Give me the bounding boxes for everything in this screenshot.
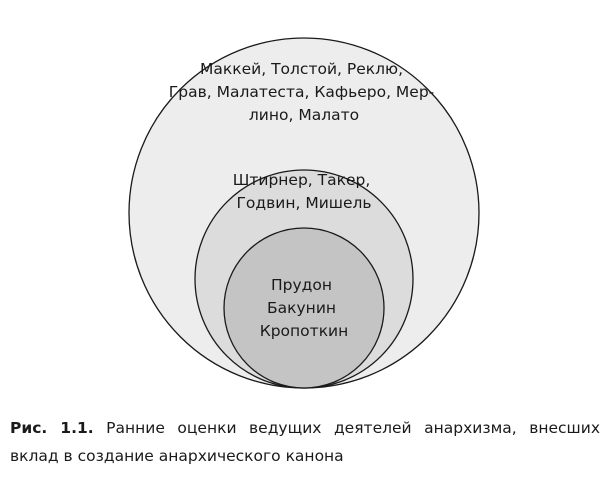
figure-caption: Рис. 1.1. Ранние оценки ведущих деятелей…	[10, 414, 600, 470]
middle-label: Штирнер, Такер, Годвин, Мишель	[233, 171, 375, 212]
outer-label-line-1: Маккей, Толстой, Реклю,	[200, 60, 403, 78]
outer-label-line-3: лино, Малато	[249, 106, 359, 124]
middle-label-line-2: Годвин, Мишель	[236, 194, 371, 212]
nested-circles-diagram: Маккей, Толстой, Реклю, Грав, Малатеста,…	[128, 37, 480, 389]
outer-label-line-2: Грав, Малатеста, Кафьеро, Мер-	[169, 83, 434, 101]
inner-circle	[223, 227, 385, 389]
figure-caption-text: Ранние оценки ведущих деятелей анархизма…	[10, 419, 600, 465]
inner-label-line-1: Прудон	[271, 276, 332, 294]
inner-label: Прудон Бакунин Кропоткин	[260, 276, 349, 340]
outer-label: Маккей, Толстой, Реклю, Грав, Малатеста,…	[169, 60, 439, 124]
inner-label-line-2: Бакунин	[267, 299, 336, 317]
middle-label-line-1: Штирнер, Такер,	[233, 171, 371, 189]
inner-label-line-3: Кропоткин	[260, 322, 349, 340]
figure-number: Рис. 1.1.	[10, 419, 94, 437]
